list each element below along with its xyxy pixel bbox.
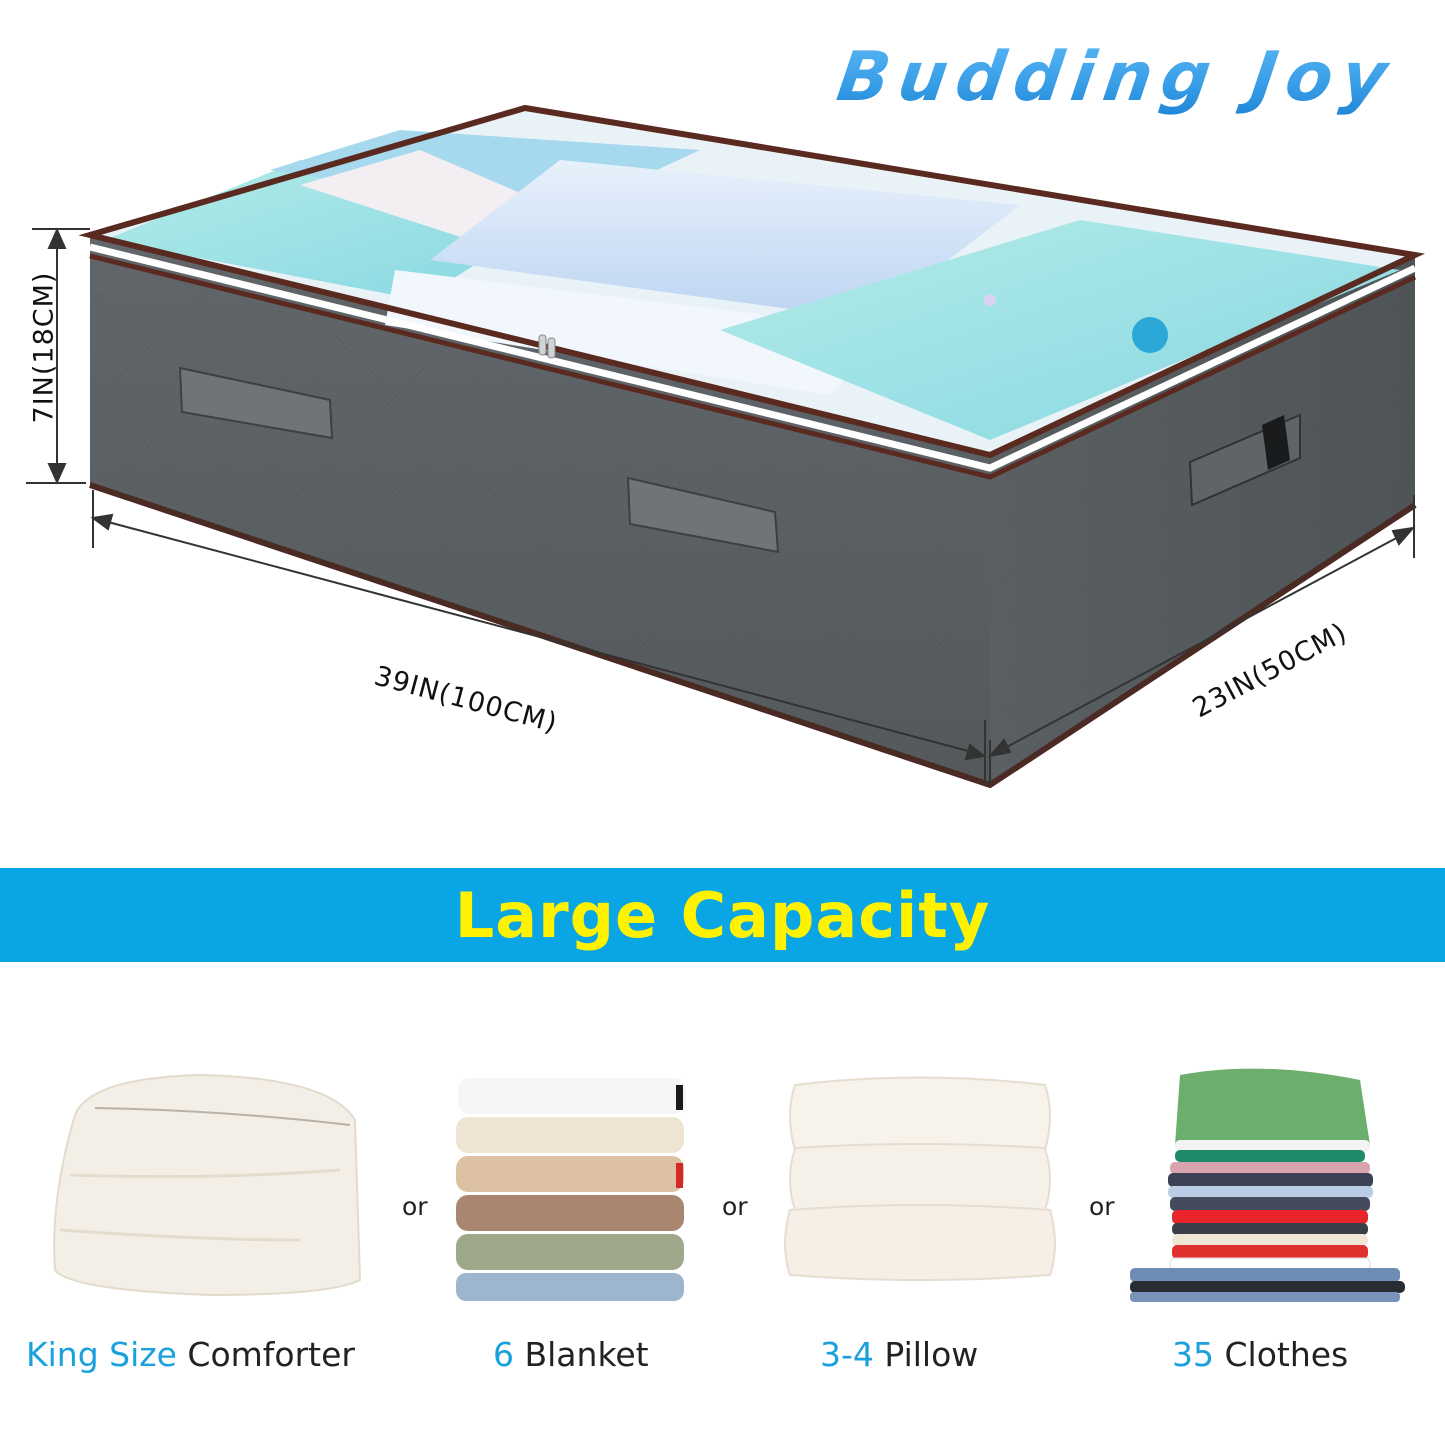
clothes-stack-image <box>1130 1068 1405 1302</box>
caption-label: Blanket <box>524 1335 649 1374</box>
caption-highlight: 35 <box>1172 1335 1214 1374</box>
separator-or-3: or <box>1089 1192 1115 1221</box>
handle-right-icon <box>1188 413 1301 507</box>
handle-left-icon <box>178 366 334 440</box>
handle-center-icon <box>626 476 780 554</box>
caption-blanket: 6 Blanket <box>493 1335 649 1374</box>
caption-label: Pillow <box>884 1335 979 1374</box>
width-dimension-line <box>987 495 1416 786</box>
caption-label: Clothes <box>1224 1335 1349 1374</box>
caption-highlight: King Size <box>26 1335 177 1374</box>
height-dimension-line <box>26 227 90 485</box>
length-dimension-line <box>90 490 987 785</box>
separator-or-1: or <box>402 1192 428 1221</box>
caption-pillow: 3-4 Pillow <box>820 1335 978 1374</box>
caption-highlight: 3-4 <box>820 1335 874 1374</box>
caption-clothes: 35 Clothes <box>1172 1335 1348 1374</box>
separator-or-2: or <box>722 1192 748 1221</box>
storage-bag-illustration <box>26 104 1425 789</box>
caption-highlight: 6 <box>493 1335 514 1374</box>
caption-label: Comforter <box>187 1335 355 1374</box>
large-capacity-banner: Large Capacity <box>0 868 1445 962</box>
banner-title: Large Capacity <box>454 878 991 952</box>
blanket-stack-image <box>456 1078 686 1301</box>
folded-comforter-image <box>53 1073 362 1297</box>
pillow-stack-image <box>784 1076 1056 1281</box>
zipper-pulls-icon <box>538 334 556 359</box>
caption-comforter: King Size Comforter <box>26 1335 355 1374</box>
